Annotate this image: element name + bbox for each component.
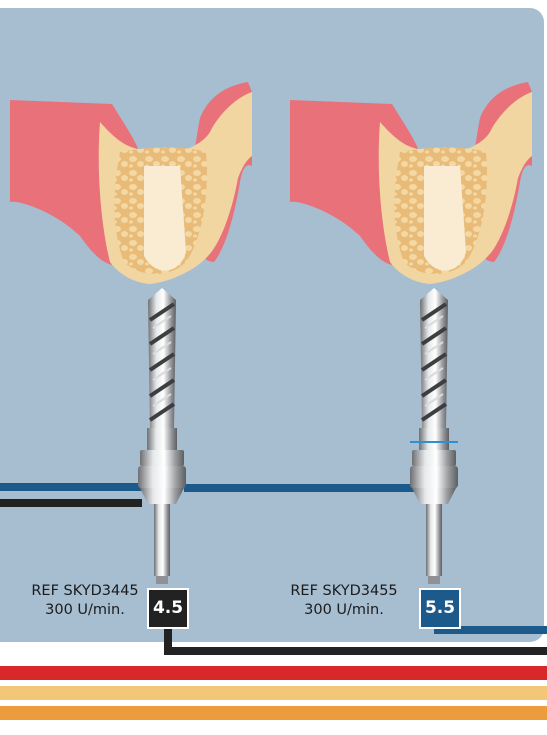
jaw-section-left [10,82,252,284]
stripe-red [0,666,547,680]
stripe-orange [0,706,547,720]
drill-right-ref: REF SKYD3455 [269,582,419,601]
stripe-yellow [0,686,547,700]
drill-right [410,288,458,584]
jaw-section-right [290,82,532,284]
drill-left [138,288,186,584]
drill-left-ref: REF SKYD3445 [10,582,160,601]
drill-left-diameter-badge: 4.5 [147,588,189,629]
drill-left-label: REF SKYD3445 300 U/min. [10,582,160,620]
drill-right-speed: 300 U/min. [269,601,419,620]
drill-left-speed: 300 U/min. [10,601,160,620]
drill-right-label: REF SKYD3455 300 U/min. [269,582,419,620]
drill-right-diameter-badge: 5.5 [419,588,461,629]
